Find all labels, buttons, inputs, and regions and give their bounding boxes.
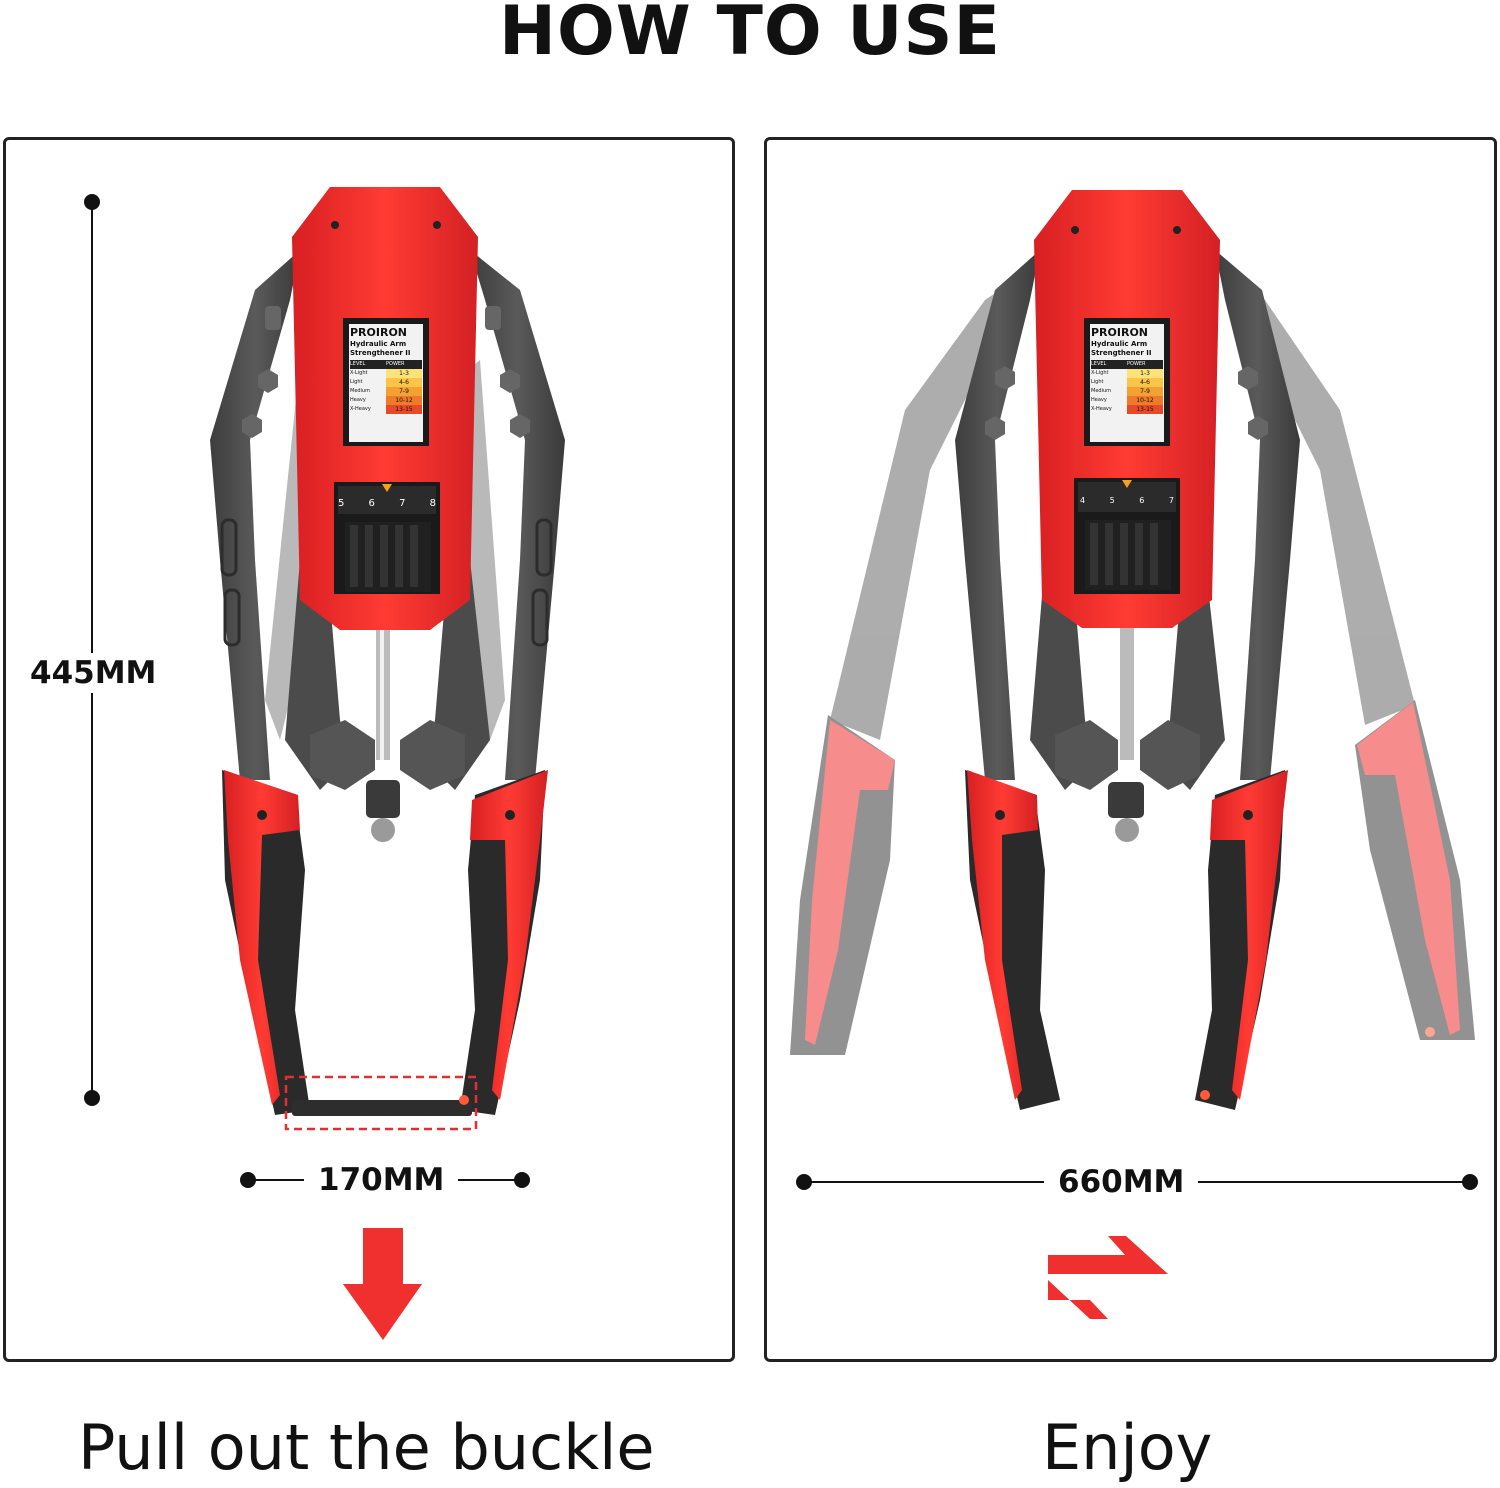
product-label-left: PROIRON Hydraulic Arm Strengthener II LE… [350, 326, 422, 414]
product-label-right: PROIRON Hydraulic Arm Strengthener II LE… [1091, 326, 1163, 414]
height-dimension [84, 194, 100, 1106]
brand-logo: PROIRON [350, 326, 408, 339]
swap-arrows-icon [1048, 1236, 1168, 1319]
dial-numbers-right: 4 5 6 7 [1080, 496, 1174, 505]
brand-logo: PROIRON [1091, 326, 1149, 339]
arrow-down-icon [343, 1228, 422, 1340]
dial-numbers-left: 5 6 7 8 [338, 498, 436, 509]
page-title: HOW TO USE [499, 0, 1001, 71]
height-label: 445MM [24, 653, 163, 693]
width-label-closed: 170MM [304, 1160, 459, 1200]
arm-strengthener-open [790, 190, 1475, 1110]
caption-enjoy: Enjoy [1042, 1411, 1213, 1484]
arm-strengthener-closed [210, 187, 565, 1131]
width-label-open: 660MM [1044, 1162, 1199, 1202]
caption-pull-out: Pull out the buckle [78, 1411, 655, 1484]
